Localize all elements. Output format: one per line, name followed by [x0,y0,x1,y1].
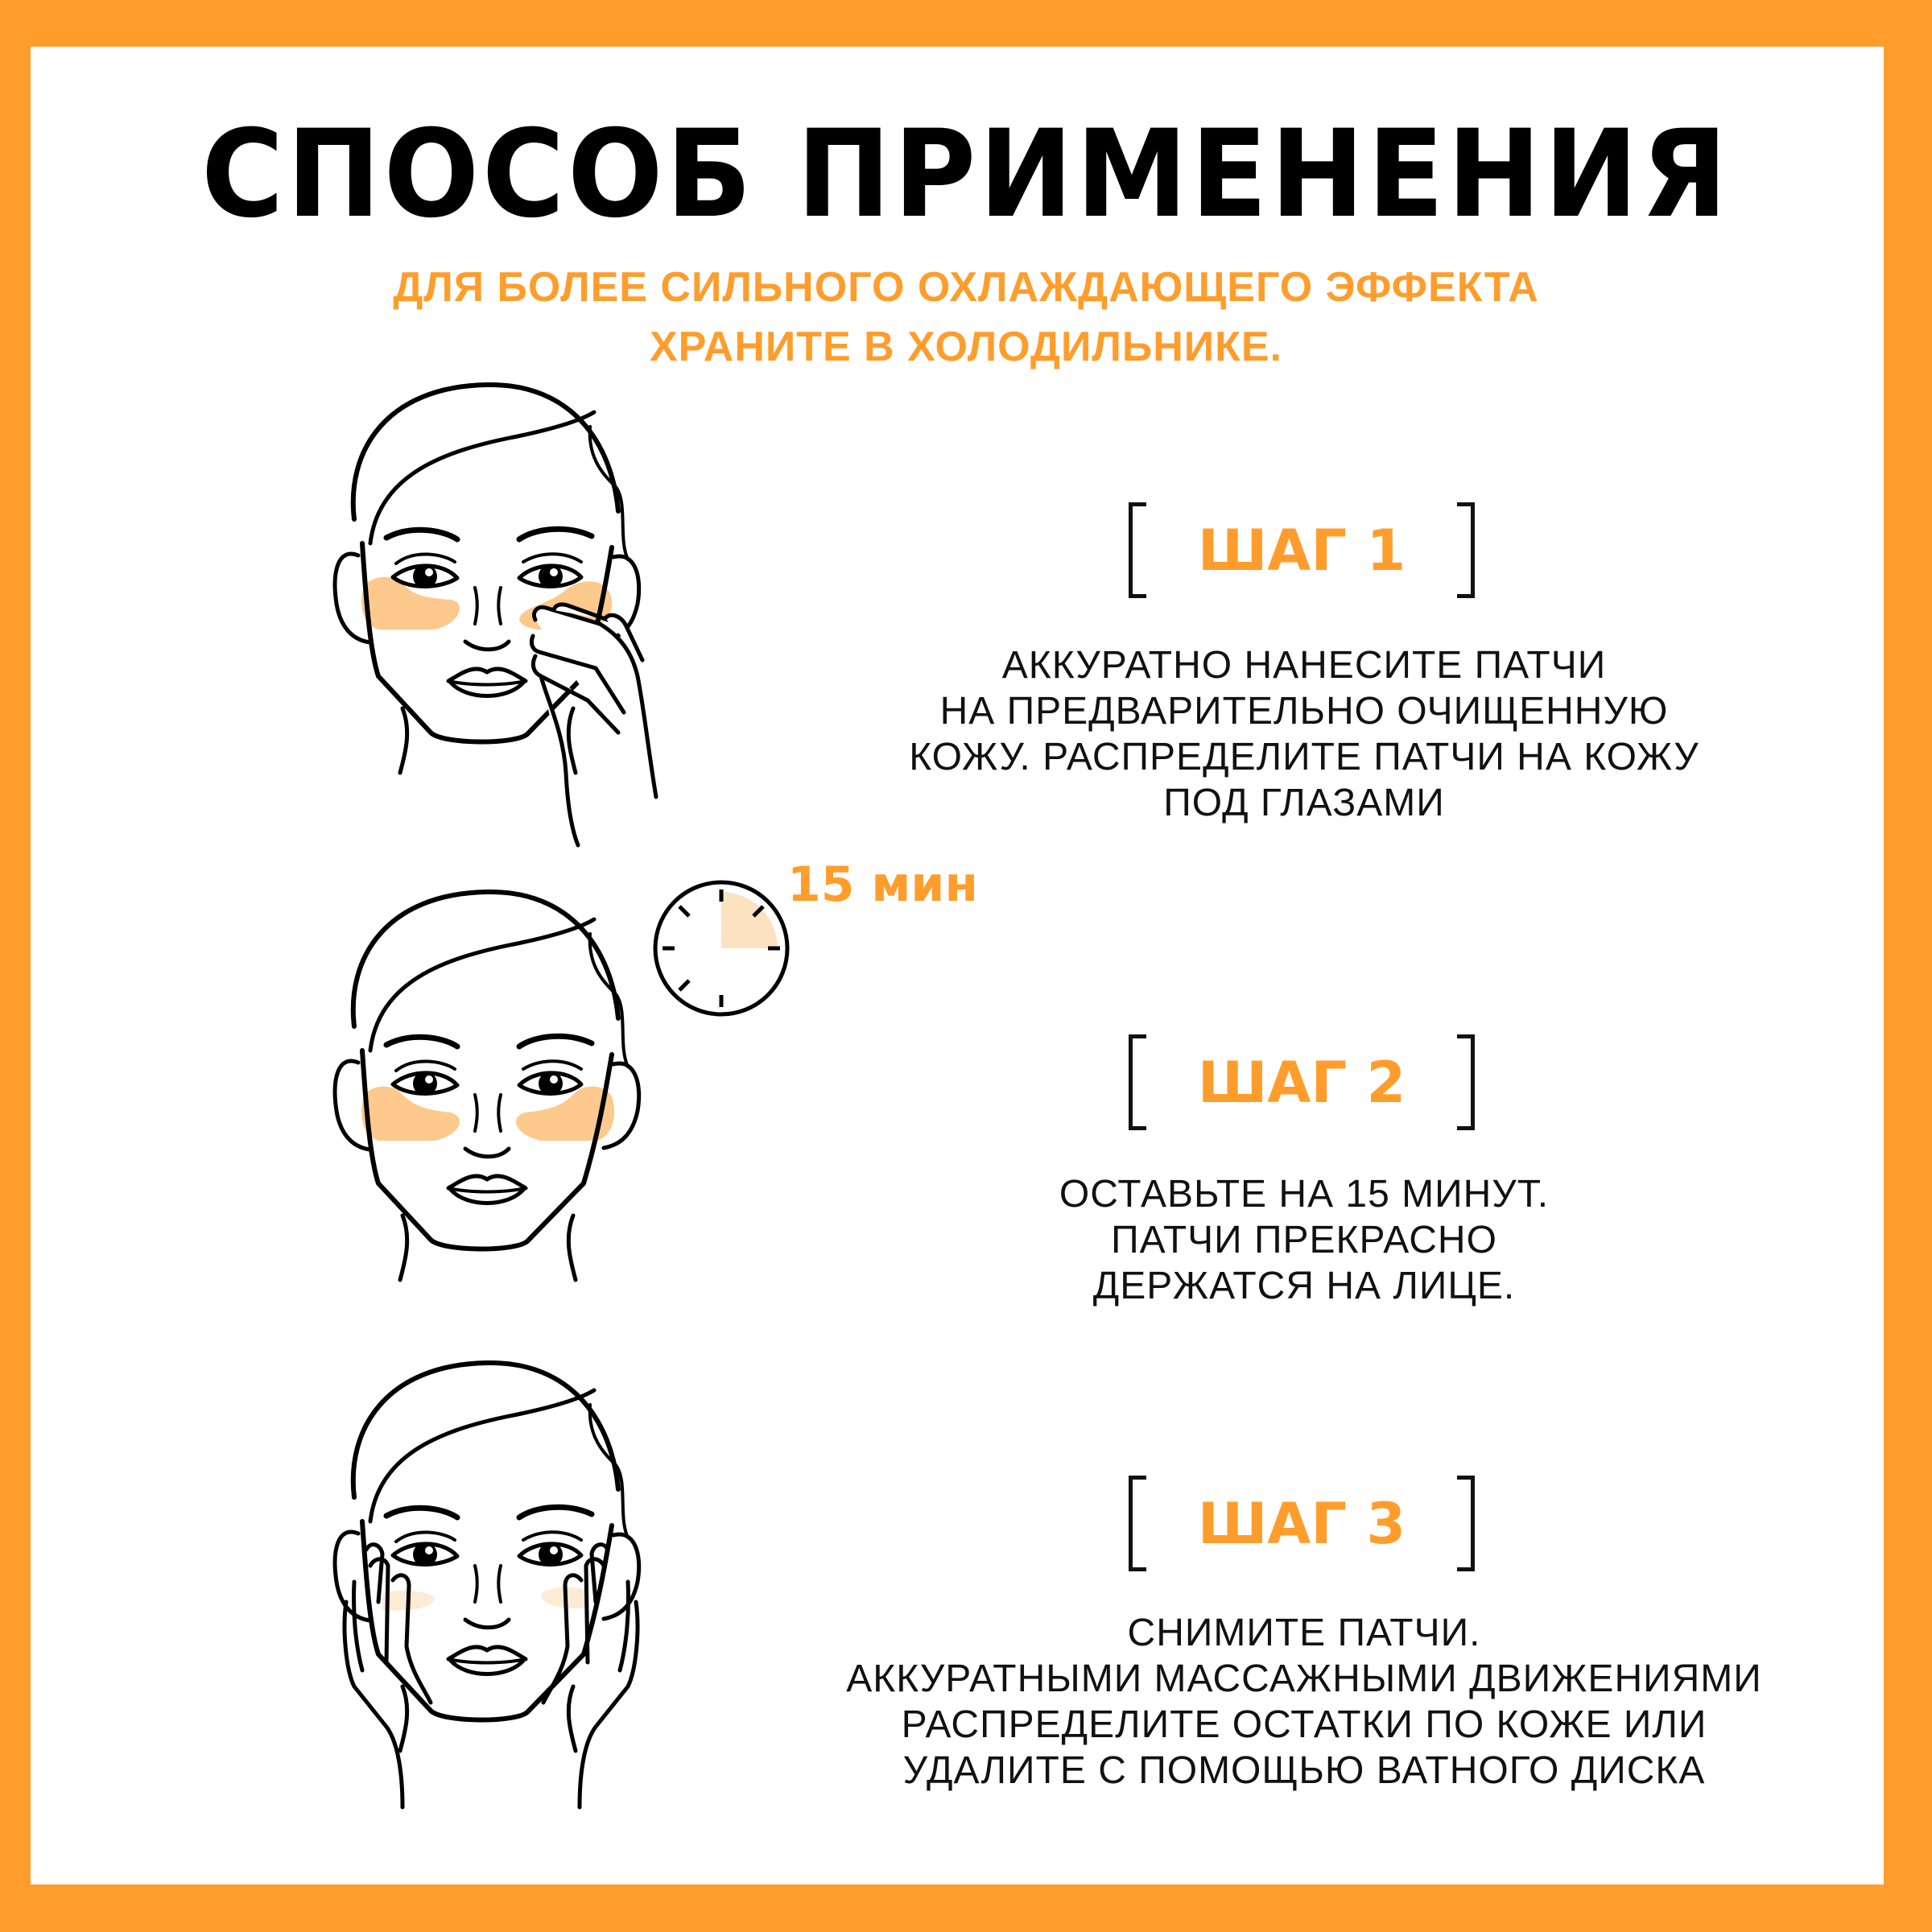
face-applying-patches-icon [322,346,658,848]
bracket-right-icon [1457,1034,1475,1130]
step-3-line: АККУРАТНЫМИ МАССАЖНЫМИ ДВИЖЕНИЯМИ [846,1657,1762,1700]
step-1-label: ШАГ 1 [1197,518,1406,584]
under-eye-patch-right [516,1086,614,1141]
step-2-line: ОСТАВЬТЕ НА 15 МИНУТ. [1059,1173,1550,1216]
bracket-right-icon [1457,1476,1475,1571]
step-2-line: ДЕРЖАТСЯ НА ЛИЦЕ. [1092,1265,1516,1307]
step-1-line: КОЖУ. РАСПРЕДЕЛИТЕ ПАТЧИ НА КОЖУ [909,736,1699,778]
subtitle-line-1: ДЛЯ БОЛЕЕ СИЛЬНОГО ОХЛАЖДАЮЩЕГО ЭФФЕКТА [393,264,1539,311]
clock-icon [653,880,790,1017]
step-2-line: ПАТЧИ ПРЕКРАСНО [1111,1219,1497,1261]
step-3-line: УДАЛИТЕ С ПОМОЩЬЮ ВАТНОГО ДИСКА [902,1749,1706,1792]
step-2-label: ШАГ 2 [1197,1050,1406,1116]
bracket-left-icon [1129,1476,1146,1571]
step-1-line: ПОД ГЛАЗАМИ [1163,782,1445,824]
subtitle-line-2: ХРАНИТЕ В ХОЛОДИЛЬНИКЕ. [650,324,1282,370]
bracket-right-icon [1457,502,1475,598]
under-eye-patch-left [361,1086,460,1141]
step-1-line: НА ПРЕДВАРИТЕЛЬНО ОЧИЩЕННУЮ [939,690,1669,733]
step-3-line: СНИМИТЕ ПАТЧИ. [1127,1612,1481,1654]
step-1-description: АККУРАТНО НАНЕСИТЕ ПАТЧИ НА ПРЕДВАРИТЕЛЬ… [837,642,1771,826]
step-3-header: ШАГ 3 [1129,1476,1475,1576]
page-title: СПОСОБ ПРИМЕНЕНИЯ [201,105,1731,245]
step-3-line: РАСПРЕДЕЛИТЕ ОСТАТКИ ПО КОЖЕ ИЛИ [901,1703,1707,1746]
content-panel [31,47,1884,1885]
timer-label: 15 мин [787,857,978,913]
face-with-patches-icon [322,853,660,1312]
bracket-left-icon [1129,1034,1146,1130]
step-1-line: АККУРАТНО НАНЕСИТЕ ПАТЧИ [1001,644,1607,687]
step-2-header: ШАГ 2 [1129,1034,1475,1135]
face-massaging-icon [314,1324,668,1810]
step-1-header: ШАГ 1 [1129,502,1475,603]
step-2-description: ОСТАВЬТЕ НА 15 МИНУТ. ПАТЧИ ПРЕКРАСНО ДЕ… [837,1171,1771,1309]
step-3-description: СНИМИТЕ ПАТЧИ. АККУРАТНЫМИ МАССАЖНЫМИ ДВ… [837,1610,1771,1794]
under-eye-patch-left [361,576,460,630]
subtitle: ДЛЯ БОЛЕЕ СИЛЬНОГО ОХЛАЖДАЮЩЕГО ЭФФЕКТА … [0,258,1932,377]
step-3-label: ШАГ 3 [1197,1491,1406,1557]
bracket-left-icon [1129,502,1146,598]
